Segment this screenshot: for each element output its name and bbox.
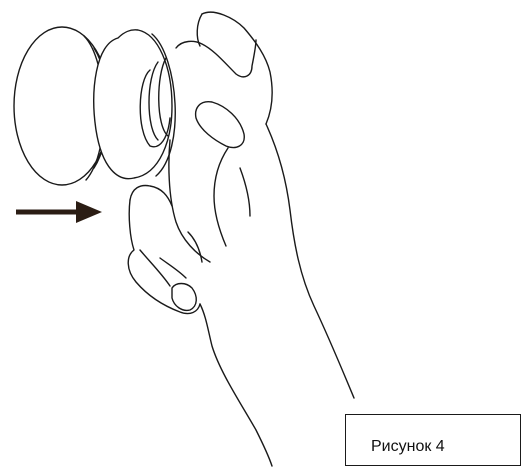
direction-arrow [16,201,102,223]
hand-thumb [128,200,200,314]
hand-wrist-left [200,304,272,466]
hand-thumb-inner [140,250,170,286]
hand-back-right [266,124,354,398]
hand-middle-finger [196,102,245,148]
hand-fingers-curl-2 [169,140,210,262]
hand-crease-1 [188,232,202,262]
figure-caption: Рисунок 4 [371,439,445,455]
hand-index-finger [202,12,272,124]
hand-thumb-joint [160,258,186,278]
hand-index-finger-inner [197,14,202,46]
knob-second-disc [94,30,172,179]
hand-thumb-base [130,186,172,206]
hand-knuckles-top [176,40,256,77]
doorknob [14,27,175,185]
hand-crease-2 [240,168,250,216]
hand-fingers-curl [214,148,228,246]
hand-thumb-nail [172,284,196,311]
arrow-head [76,201,102,223]
figure-caption-box: Рисунок 4 [345,414,521,466]
